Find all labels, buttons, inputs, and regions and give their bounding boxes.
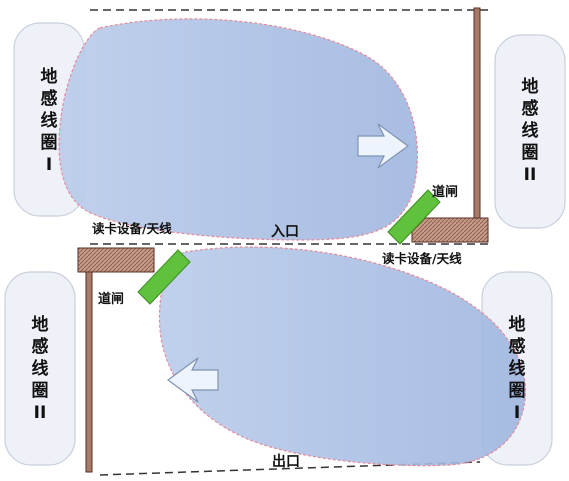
coil-label-bottom-left: 地 感 线 圈 II — [32, 314, 49, 423]
gate-box-bottom — [77, 247, 155, 273]
coil-char: 圈 — [32, 381, 49, 401]
exit-label: 出口 — [272, 453, 300, 470]
coil-char: 地 — [522, 76, 539, 97]
coil-char: 地 — [32, 314, 49, 335]
coil-char: 圈 — [522, 143, 539, 163]
coil-char: 圈 — [41, 133, 58, 153]
coil-char: 线 — [509, 358, 526, 379]
coil-char: 感 — [32, 336, 49, 357]
coil-char: II — [34, 403, 47, 423]
coil-char: 感 — [509, 336, 526, 357]
coil-char: I — [46, 155, 52, 175]
coil-label-bottom-right: 地 感 线 圈 I — [509, 314, 526, 423]
gate-label-top: 道闸 — [432, 184, 458, 200]
arrow-left-icon — [166, 357, 219, 403]
coil-char: II — [524, 165, 537, 185]
coil-char: 线 — [522, 120, 539, 141]
gate-box-top — [411, 217, 489, 243]
coil-char: 感 — [41, 88, 58, 109]
left-post — [85, 271, 93, 473]
reader-label-top-right: 读卡设备/天线 — [382, 251, 462, 266]
gate-label-bottom: 道闸 — [98, 291, 124, 307]
gate-arm-top — [387, 189, 441, 245]
coil-box-bottom-left — [4, 271, 76, 466]
coil-char: 线 — [32, 358, 49, 379]
coil-char: 感 — [522, 98, 539, 119]
coil-char: 地 — [509, 314, 526, 335]
arrow-right-icon — [357, 123, 410, 169]
entrance-detection-zone — [58, 18, 418, 241]
coil-label-top-right: 地 感 线 圈 II — [522, 76, 539, 185]
coil-char: I — [514, 403, 520, 423]
entrance-label: 入口 — [271, 224, 299, 240]
reader-label-top-left: 读卡设备/天线 — [92, 221, 172, 236]
coil-label-top-left: 地 感 线 圈 I — [41, 66, 58, 175]
coil-char: 圈 — [509, 381, 526, 401]
coil-char: 地 — [41, 66, 58, 87]
right-post — [473, 7, 481, 224]
exit-detection-zone — [158, 246, 526, 467]
coil-box-top-right — [494, 34, 566, 229]
coil-char: 线 — [41, 110, 58, 131]
gate-arm-bottom — [137, 249, 191, 305]
